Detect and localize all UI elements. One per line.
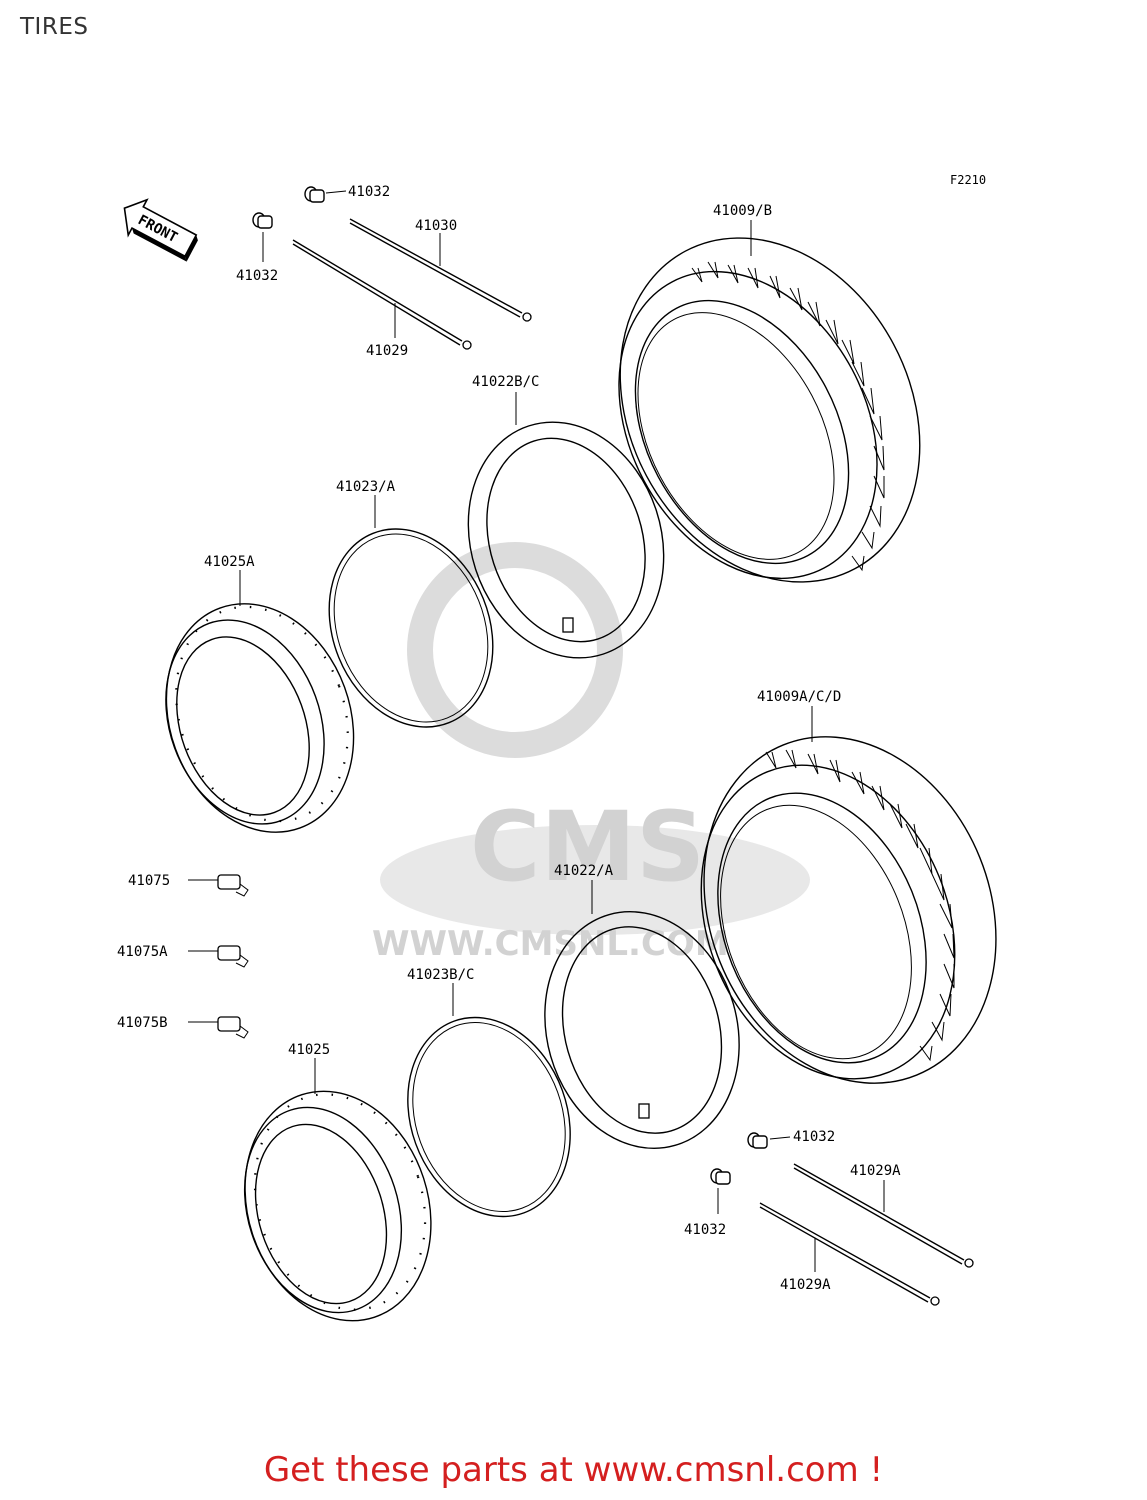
- valve-cap-bottom-right: [747, 1132, 791, 1149]
- label-tire-front: 41009A/C/D: [757, 689, 841, 705]
- label-tire-rear: 41009/B: [713, 203, 772, 219]
- promo-link[interactable]: Get these parts at www.cmsnl.com !: [263, 1450, 884, 1490]
- label-valve-cap-top-right: 41032: [348, 184, 390, 200]
- spoke-bottom-lower: [759, 1202, 940, 1306]
- page-title: TIRES: [20, 14, 89, 40]
- parts-diagram: CMS WWW.CMSNL.COM FRONT F2210 41032 4103…: [117, 173, 997, 1322]
- label-rim-front: 41025: [288, 1042, 330, 1058]
- label-balance-weight-1: 41075: [128, 873, 170, 889]
- spoke-lower: [292, 239, 472, 350]
- label-balance-weight-3: 41075B: [117, 1015, 168, 1031]
- watermark-url: WWW.CMSNL.COM: [372, 924, 729, 964]
- rim-band-rear: [328, 495, 494, 728]
- label-valve-cap-top-left: 41032: [236, 268, 278, 284]
- rim-band-front: [407, 983, 571, 1218]
- rim-rear: [165, 570, 355, 833]
- label-spoke-upper: 41030: [415, 218, 457, 234]
- valve-cap-top-left: [252, 212, 273, 262]
- label-spoke-bottom-lower: 41029A: [780, 1277, 831, 1293]
- tube-front: [544, 880, 740, 1149]
- label-spoke-lower: 41029: [366, 343, 408, 359]
- watermark: CMS WWW.CMSNL.COM: [372, 542, 810, 964]
- valve-cap-bottom-left: [710, 1168, 731, 1214]
- label-balance-weight-2: 41075A: [117, 944, 168, 960]
- watermark-brand: CMS: [470, 791, 705, 903]
- watermark-helmet-icon: [407, 542, 623, 758]
- balance-weight-2: [188, 945, 249, 968]
- balance-weight-3: [188, 1016, 249, 1039]
- label-rim-rear: 41025A: [204, 554, 255, 570]
- label-tube-rear: 41022B/C: [472, 374, 539, 390]
- label-tube-front: 41022/A: [554, 863, 614, 879]
- spoke-bottom-upper: [793, 1163, 974, 1268]
- front-direction-arrow-icon: FRONT: [123, 198, 198, 262]
- label-spoke-bottom-upper: 41029A: [850, 1163, 901, 1179]
- tire-rear: [618, 220, 921, 583]
- valve-cap-top-right: [304, 186, 347, 203]
- spoke-upper: [349, 218, 532, 322]
- balance-weight-1: [188, 874, 249, 897]
- label-rim-band-rear: 41023/A: [336, 479, 396, 495]
- label-valve-cap-bottom-right: 41032: [793, 1129, 835, 1145]
- label-valve-cap-bottom-left: 41032: [684, 1222, 726, 1238]
- tube-rear: [467, 392, 665, 659]
- figure-ref: F2210: [950, 173, 986, 187]
- tire-front: [700, 706, 997, 1084]
- label-rim-band-front: 41023B/C: [407, 967, 474, 983]
- rim-front: [243, 1058, 432, 1322]
